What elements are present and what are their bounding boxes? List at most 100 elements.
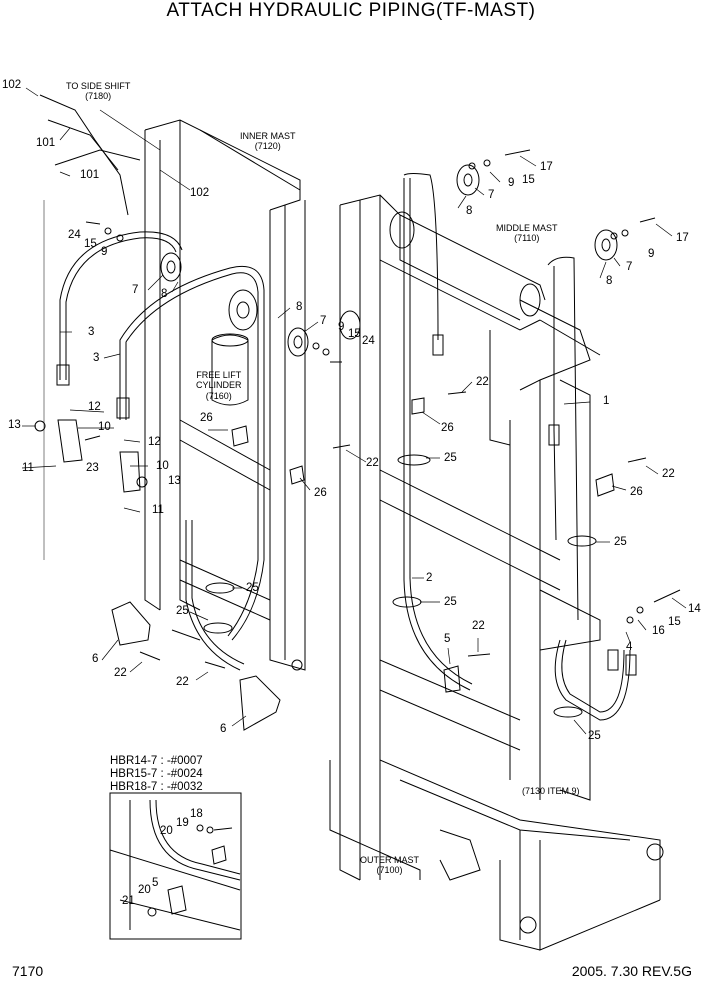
callout-label: 24 (68, 229, 81, 241)
callout-label: 25 (588, 730, 601, 742)
callout-label: 7 (626, 261, 633, 273)
callout-label: 25 (176, 605, 189, 617)
date-revision: 2005. 7.30 REV.5G (571, 963, 692, 979)
inset-detail (109, 792, 242, 940)
inner-mast-ref: (7120) (254, 141, 281, 152)
callout-label: 15 (348, 328, 361, 340)
callout-label: 22 (114, 667, 127, 679)
callout-label: 12 (148, 436, 161, 448)
callout-label: 9 (508, 177, 515, 189)
inner-mast-text: INNER MAST (240, 131, 296, 141)
callout-label: 15 (522, 174, 535, 186)
callout-label: 14 (688, 603, 701, 615)
serial-line: HBR18-7 : -#0032 (110, 781, 203, 794)
left-brackets (57, 419, 281, 731)
callout-label: 23 (86, 462, 99, 474)
callout-label: 25 (614, 536, 627, 548)
page-title: ATTACH HYDRAULIC PIPING(TF-MAST) (166, 0, 536, 21)
callout-label: 2 (426, 572, 433, 584)
note-middle-mast: MIDDLE MAST (7110) (496, 223, 558, 244)
callout-label: 3 (88, 326, 95, 338)
callout-label: 9 (648, 248, 655, 260)
callout-label: 4 (626, 641, 633, 653)
callout-label: 22 (662, 468, 675, 480)
callout-label: 101 (80, 169, 100, 181)
callout-label: 20 (138, 884, 151, 896)
note-to-side-shift: TO SIDE SHIFT (7180) (66, 81, 130, 102)
callout-label: 102 (190, 187, 210, 199)
leader-lines (21, 87, 687, 735)
callout-label: 13 (8, 419, 21, 431)
inset-serials: HBR14-7 : -#0007 HBR15-7 : -#0024 HBR18-… (110, 755, 203, 795)
callout-label: 6 (92, 653, 99, 665)
callout-label: 5 (152, 877, 159, 889)
callout-label: 22 (176, 676, 189, 688)
callout-label: 9 (338, 321, 345, 333)
callout-label: 22 (472, 620, 485, 632)
callout-label: 8 (161, 288, 168, 300)
callout-label: 16 (652, 625, 665, 637)
callout-label: 26 (630, 486, 643, 498)
callout-label: 11 (22, 462, 34, 474)
callout-label: 22 (366, 457, 379, 469)
callout-label: 7 (132, 284, 139, 296)
callout-label: 15 (84, 238, 97, 250)
side-shift-leader (99, 109, 161, 151)
callout-label: 12 (88, 401, 101, 413)
callout-label: 5 (444, 633, 451, 645)
bolts (34, 149, 681, 669)
callout-label: 1 (603, 395, 610, 407)
callout-label: 3 (93, 352, 100, 364)
callout-label: 101 (36, 137, 56, 149)
free-lift-text-1: FREE LIFT (196, 370, 242, 380)
callout-label: 25 (246, 582, 259, 594)
callout-label: 18 (190, 808, 203, 820)
note-inner-mast: INNER MAST (7120) (240, 131, 296, 152)
outer-mast-hoses (403, 173, 637, 721)
middle-mast-ref: (7110) (514, 233, 540, 244)
item-ref-text: (7130 ITEM 9) (522, 786, 580, 796)
page-number: 7170 (12, 963, 44, 979)
callout-label: 26 (314, 487, 327, 499)
outer-mast-text: OUTER MAST (360, 855, 420, 865)
callout-label: 22 (476, 376, 489, 388)
callout-label: 6 (220, 723, 227, 735)
callout-label: 10 (156, 460, 169, 472)
outer-mast-drawing (329, 164, 664, 951)
callout-label: 24 (362, 335, 375, 347)
callout-label: 7 (320, 315, 327, 327)
serial-line: HBR15-7 : -#0024 (110, 768, 203, 781)
callout-label: 15 (668, 616, 681, 628)
callout-label: 26 (200, 412, 213, 424)
callout-label: 10 (98, 421, 111, 433)
callout-label: 19 (176, 817, 189, 829)
free-lift-text-2: CYLINDER (196, 380, 242, 391)
to-side-shift-ref: (7180) (85, 91, 112, 102)
callout-label: 8 (606, 275, 613, 287)
serial-line: HBR14-7 : -#0007 (110, 755, 203, 767)
callout-label: 25 (444, 596, 457, 608)
clamps (203, 397, 615, 718)
callout-label: 8 (296, 301, 303, 313)
callout-label: 17 (676, 232, 689, 244)
callout-label: 102 (2, 79, 22, 91)
free-lift-ref: (7160) (205, 390, 232, 401)
callout-label: 8 (466, 205, 473, 217)
note-item-ref: (7130 ITEM 9) (522, 786, 580, 796)
middle-mast-text: MIDDLE MAST (496, 223, 558, 233)
callout-label: 25 (444, 452, 457, 464)
callout-label: 26 (441, 422, 454, 434)
callout-label: 7 (488, 189, 495, 201)
callout-label: 20 (160, 825, 173, 837)
outer-mast-ref: (7100) (376, 865, 403, 876)
note-free-lift-cylinder: FREE LIFT CYLINDER (7160) (196, 370, 242, 401)
callout-label: 13 (168, 475, 181, 487)
callout-label: 17 (540, 161, 553, 173)
inner-mast-hoses (39, 94, 265, 671)
to-side-shift-text: TO SIDE SHIFT (66, 81, 131, 91)
callout-label: 9 (101, 246, 108, 258)
callout-label: 21 (122, 895, 135, 907)
note-outer-mast: OUTER MAST (7100) (360, 855, 419, 876)
callout-label: 11 (152, 504, 164, 516)
